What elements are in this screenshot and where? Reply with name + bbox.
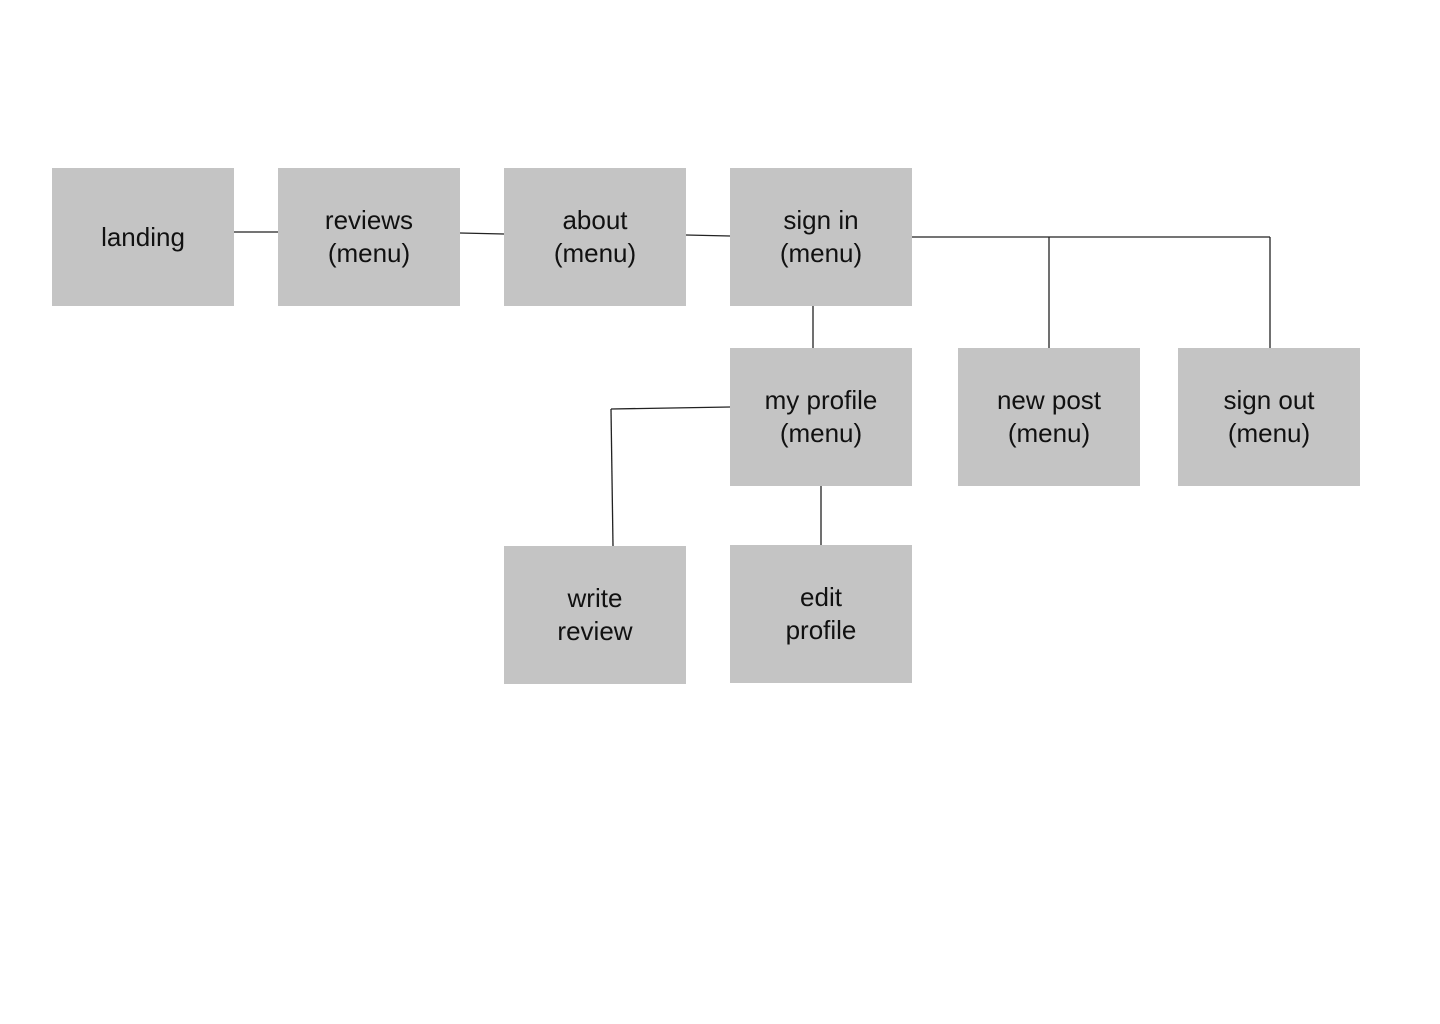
node-label: reviews (menu) <box>324 205 414 268</box>
edge-reviews-about <box>459 232 505 235</box>
node-write-review[interactable]: write review <box>504 546 686 684</box>
node-label: write review <box>557 583 633 646</box>
node-sign-in[interactable]: sign in (menu) <box>730 168 912 306</box>
node-my-profile[interactable]: my profile (menu) <box>730 348 912 486</box>
node-label: landing <box>101 221 185 252</box>
node-edit-profile[interactable]: edit profile <box>730 545 912 683</box>
edge-about-sign-in <box>685 234 731 237</box>
edge-my-profile-branch-horizontal <box>610 406 731 410</box>
node-label: sign in (menu) <box>779 205 863 268</box>
node-label: about (menu) <box>553 205 637 268</box>
node-sign-out[interactable]: sign out (menu) <box>1178 348 1360 486</box>
node-label: new post (menu) <box>996 385 1102 448</box>
node-landing[interactable]: landing <box>52 168 234 306</box>
node-label: sign out (menu) <box>1223 385 1315 448</box>
node-new-post[interactable]: new post (menu) <box>958 348 1140 486</box>
edge-my-profile-write-review <box>610 408 614 547</box>
node-about[interactable]: about (menu) <box>504 168 686 306</box>
node-label: edit profile <box>785 582 857 645</box>
node-reviews[interactable]: reviews (menu) <box>278 168 460 306</box>
node-label: my profile (menu) <box>764 385 878 448</box>
